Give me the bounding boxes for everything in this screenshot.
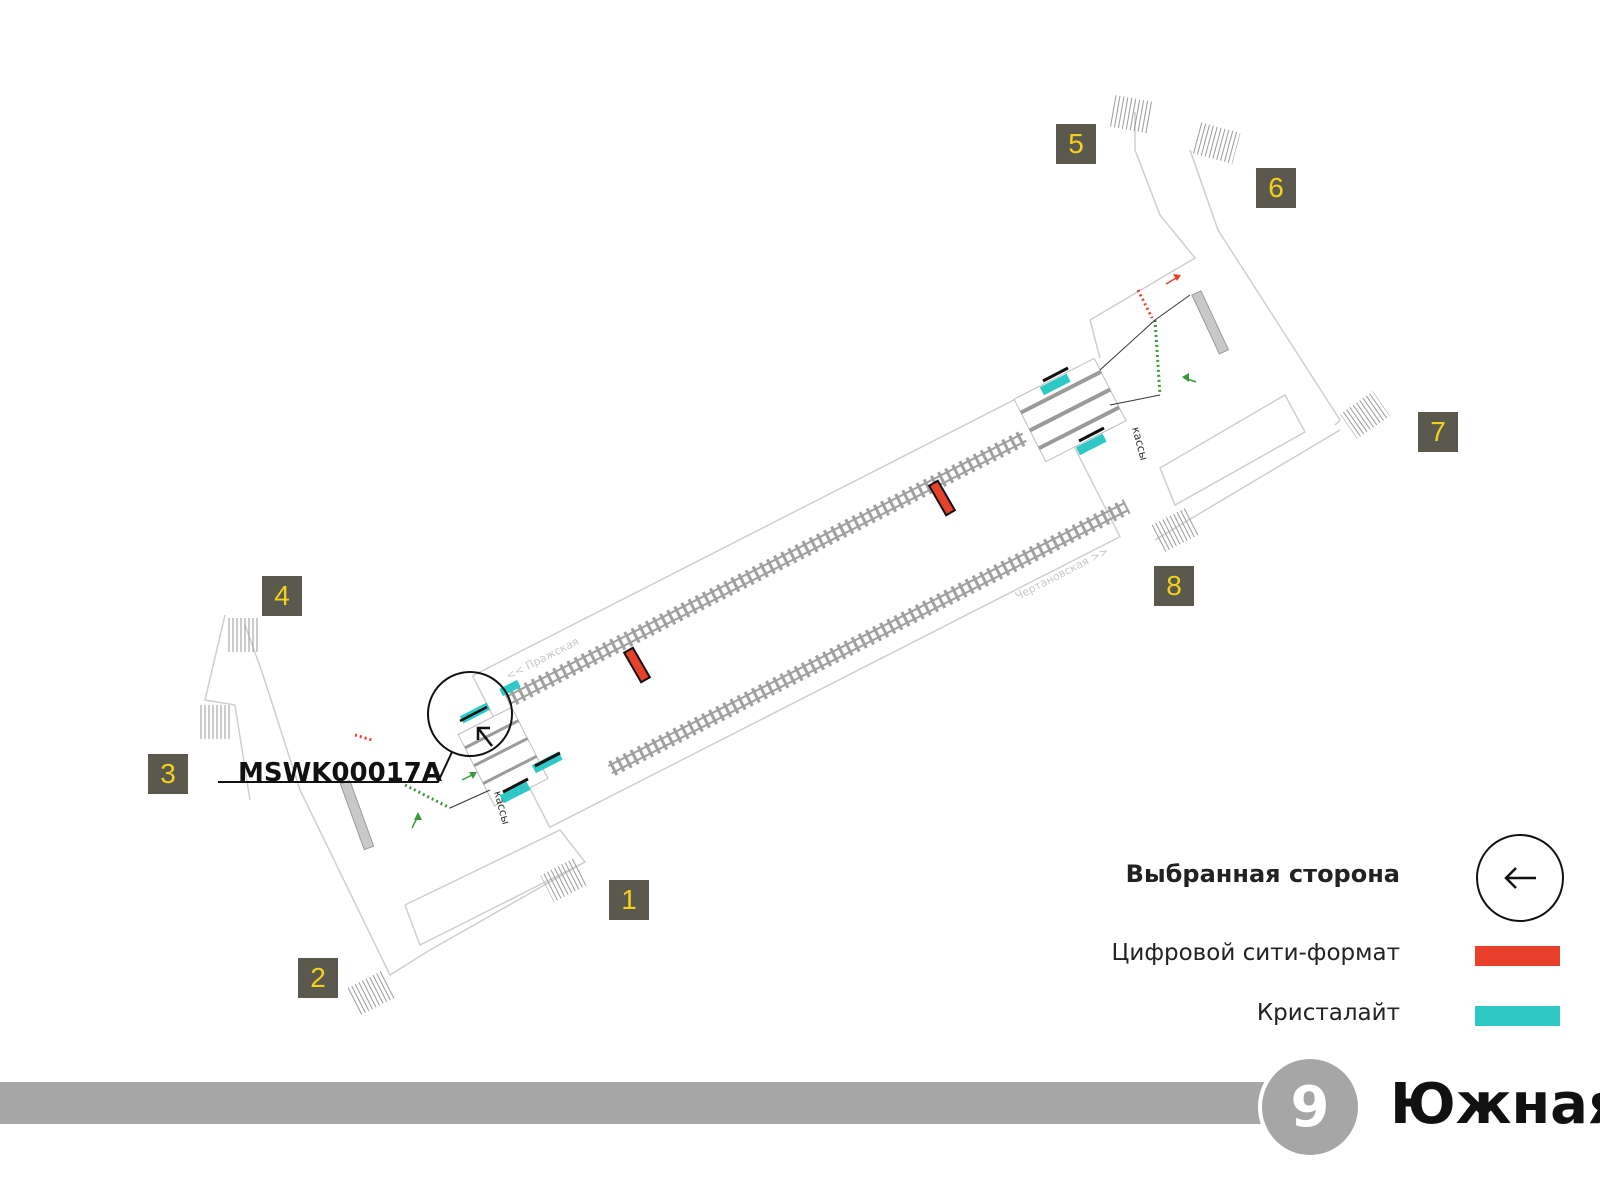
- selected-side-arrow-icon: [477, 727, 493, 747]
- stair-exit-6: [1191, 122, 1241, 164]
- line-number-badge: 9: [1258, 1055, 1362, 1159]
- stair-exit-3: [200, 705, 232, 739]
- stair-exit-2: [347, 971, 395, 1015]
- legend-digital-city-format-label: Цифровой сити-формат: [1111, 940, 1400, 966]
- wall-block-right: [1191, 290, 1230, 355]
- flow-arrows: [411, 274, 1197, 829]
- exit-1-badge: 1: [609, 880, 649, 920]
- digital-city-format-panel: [622, 646, 652, 684]
- legend-digital-city-format-swatch: [1475, 946, 1560, 966]
- crystalight-panel: [1075, 433, 1107, 456]
- stair-exit-5: [1107, 94, 1153, 134]
- stair-exit-4: [228, 618, 260, 652]
- ad-location-code: MSWK00017A: [238, 758, 443, 788]
- escalator-right: [1013, 357, 1127, 463]
- crystalight-panel: [1039, 373, 1071, 396]
- exit-7-badge: 7: [1418, 412, 1458, 452]
- legend-crystalight-label: Кристалайт: [1256, 1000, 1400, 1026]
- digital-city-format-panel: [927, 479, 957, 517]
- turnstiles-right: [1099, 289, 1191, 406]
- crystalight-panel-edges: [502, 366, 1105, 794]
- legend-selected-side-label: Выбранная сторона: [1125, 860, 1400, 888]
- ticket-office-right-label: кассы: [1129, 425, 1150, 461]
- callout-leader: [218, 751, 453, 783]
- station-name: Южная: [1390, 1072, 1600, 1137]
- crystalight-panel: [499, 781, 531, 804]
- exit-4-badge: 4: [262, 576, 302, 616]
- digital-city-format-panels: [622, 479, 957, 684]
- legend-selected-side-icon: [1476, 834, 1564, 922]
- selected-location-marker: [218, 671, 513, 783]
- crystalight-panel: [499, 679, 521, 697]
- track-lower: [606, 499, 1131, 777]
- exit-2-badge: 2: [298, 958, 338, 998]
- turnstiles-left: [354, 733, 491, 810]
- stair-exit-7: [1340, 391, 1390, 439]
- exit-5-badge: 5: [1056, 124, 1096, 164]
- exit-6-badge: 6: [1256, 168, 1296, 208]
- exit-8-badge: 8: [1154, 566, 1194, 606]
- stair-exit-1: [540, 858, 588, 902]
- wall-block-left: [339, 779, 375, 851]
- stair-exit-8: [1150, 507, 1200, 553]
- legend-crystalight-swatch: [1475, 1006, 1560, 1026]
- exit-3-badge: 3: [148, 754, 188, 794]
- metro-line-bar: [0, 1082, 1265, 1124]
- stairs: [200, 94, 1390, 1015]
